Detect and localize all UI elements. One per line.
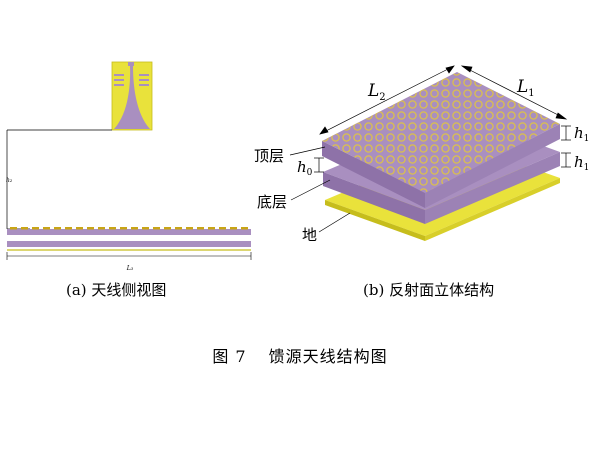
bottom-substrate-layer (7, 241, 251, 247)
side-view-diagram: h₂ L₃ (6, 61, 252, 272)
feed-antenna (111, 61, 153, 131)
h0-dimension (314, 157, 324, 173)
top-patches (10, 227, 248, 230)
patch-element (65, 227, 72, 230)
label-top-layer: 顶层 (254, 147, 284, 165)
caption-panel-b: (b) 反射面立体结构 (363, 281, 495, 299)
L2-dimension (319, 65, 455, 135)
length-dimension (6, 252, 252, 260)
h1-lower-label: h1 (574, 153, 589, 173)
patch-element (87, 227, 94, 230)
patch-element (98, 227, 105, 230)
caption-panel-a: (a) 天线侧视图 (66, 281, 167, 299)
patch-element (219, 227, 226, 230)
figure-title-text: 馈源天线结构图 (268, 347, 388, 366)
patch-element (131, 227, 138, 230)
h1-upper-dimension (561, 125, 571, 141)
patch-element (197, 227, 204, 230)
patch-element (10, 227, 17, 230)
patch-element (164, 227, 171, 230)
leader-bottom-layer (290, 179, 331, 201)
reflector-3d-diagram: L2 L1 h1 h1 h0 顶层 (254, 65, 589, 244)
label-ground: 地 (302, 226, 317, 244)
top-substrate-layer (7, 227, 251, 235)
patch-element (175, 227, 182, 230)
h0-label: h0 (297, 158, 313, 178)
L1-label: L1 (516, 77, 535, 99)
top-layer-slab (322, 72, 560, 208)
patch-element (142, 227, 149, 230)
patch-element (186, 227, 193, 230)
figure-number: 图 7 (212, 347, 247, 366)
h1-lower-dimension (561, 152, 571, 168)
height-dimension (6, 129, 112, 230)
patch-element (153, 227, 160, 230)
leader-ground (318, 212, 351, 233)
patch-element (32, 227, 39, 230)
length-dim-label: L₃ (126, 265, 134, 272)
label-bottom-layer: 底层 (257, 193, 287, 211)
patch-element (54, 227, 61, 230)
patch-element (109, 227, 116, 230)
h1-upper-label: h1 (574, 124, 589, 144)
patch-element (230, 227, 237, 230)
patch-element (43, 227, 50, 230)
L1-dimension (460, 65, 568, 120)
L2-label: L2 (367, 81, 386, 103)
patch-element (208, 227, 215, 230)
patch-element (76, 227, 83, 230)
height-dim-label: h₂ (6, 177, 13, 184)
patch-element (21, 227, 28, 230)
leader-top-layer (289, 146, 326, 156)
patch-element (241, 227, 248, 230)
figure-title: 图 7 馈源天线结构图 (0, 343, 600, 367)
patch-element (120, 227, 127, 230)
